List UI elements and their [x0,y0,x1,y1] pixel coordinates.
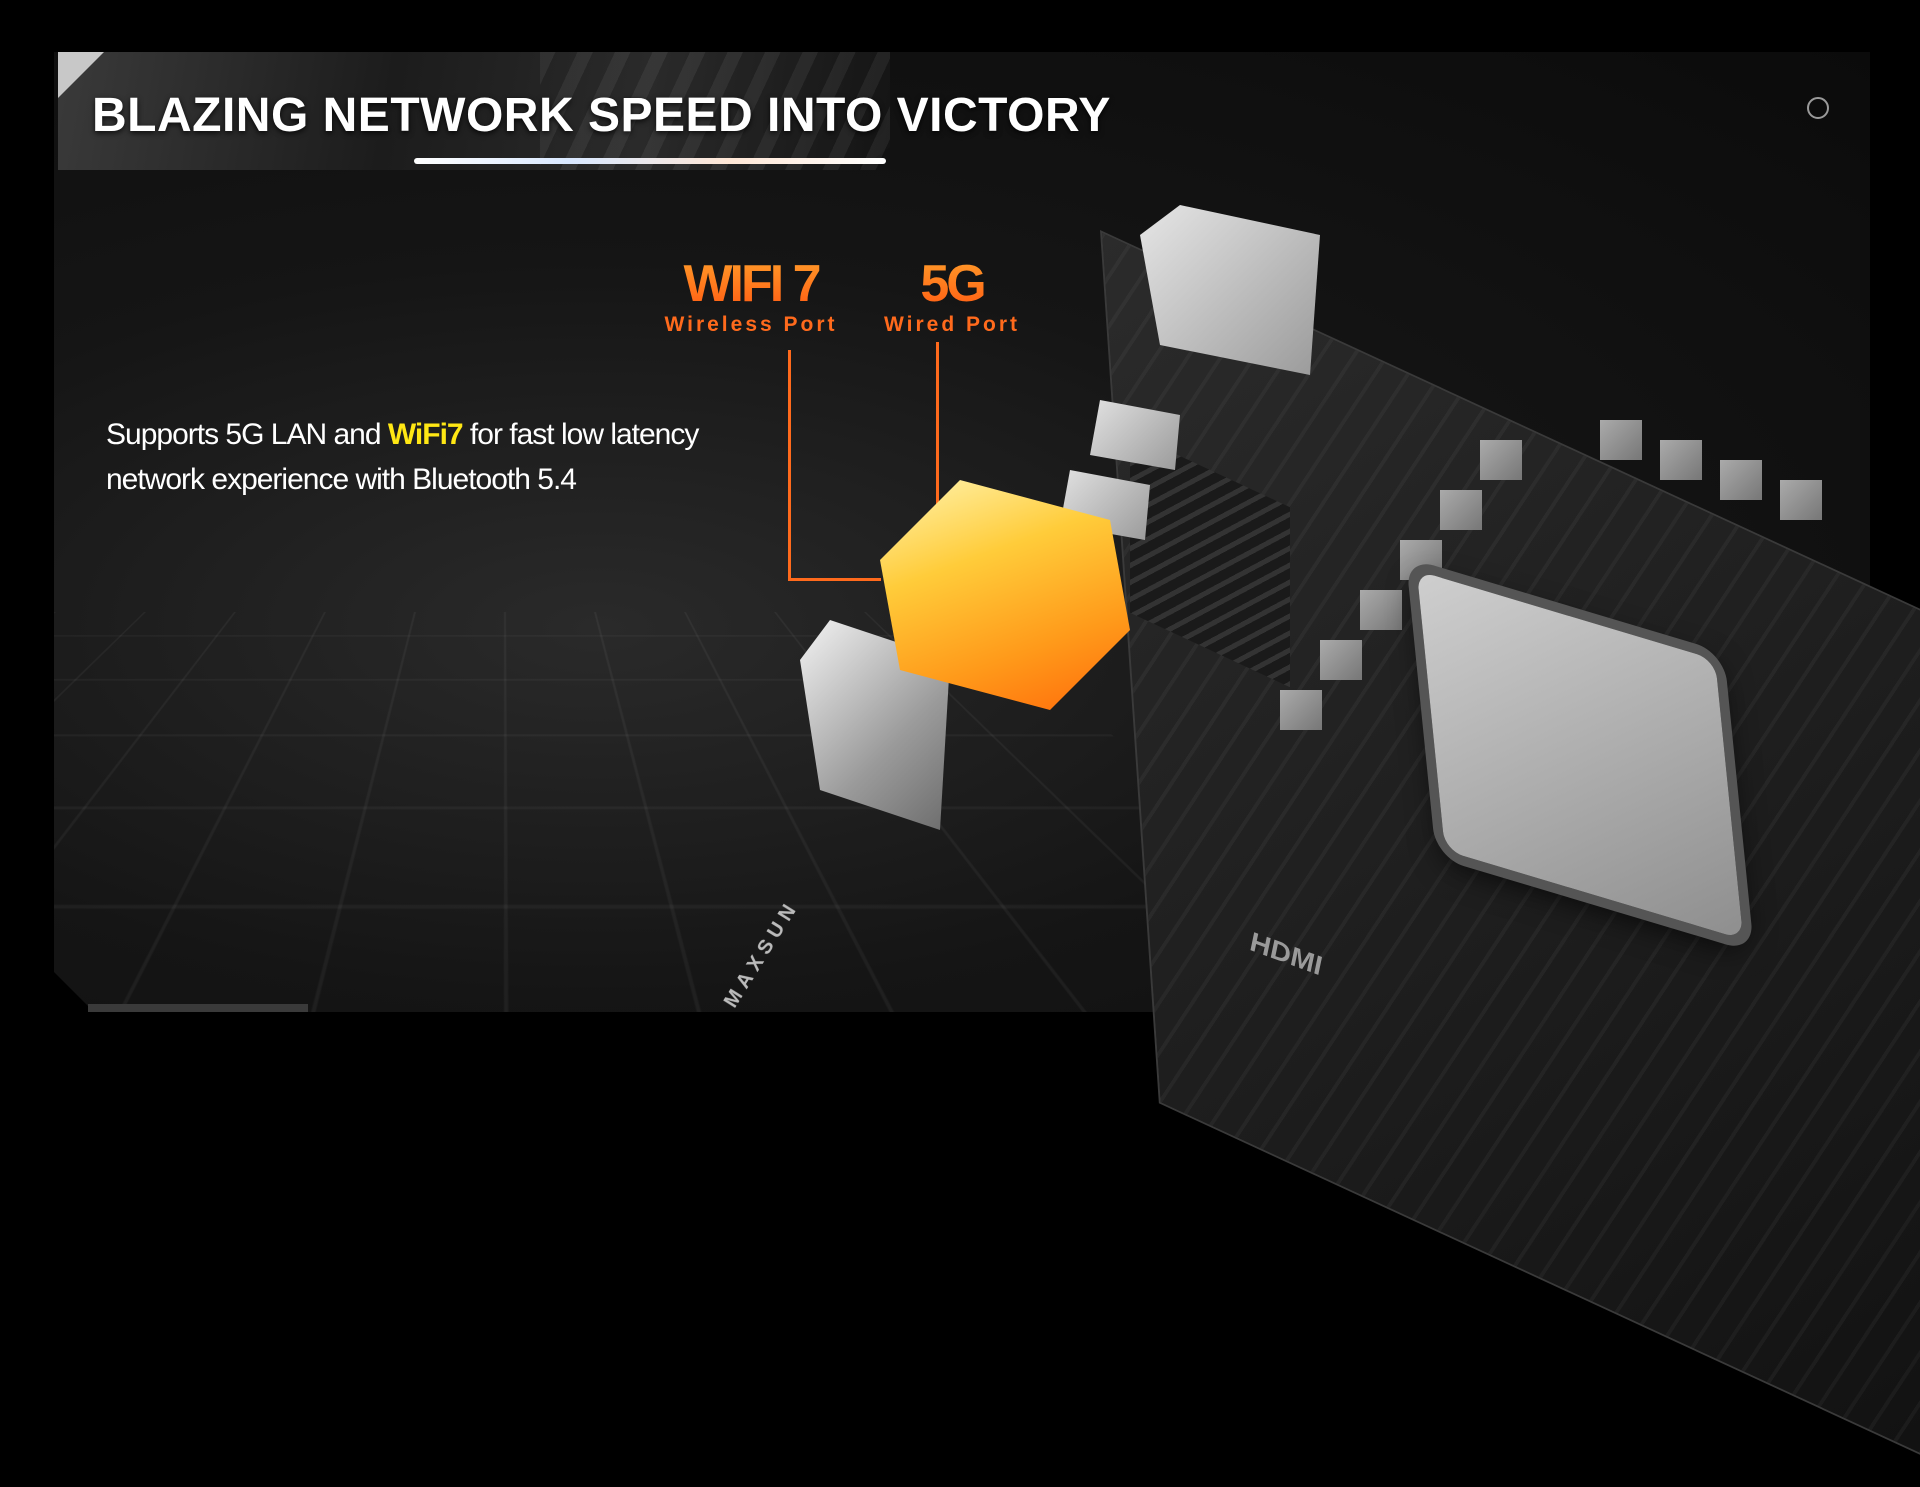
title-underline [414,158,886,164]
wifi-port-subtitle: Wireless Port [664,313,838,336]
vrm-component [1360,590,1402,630]
description-text-1: Supports 5G LAN and [106,418,388,451]
description-text-2: for fast low latency network experience … [106,418,699,496]
vrm-component [1320,640,1362,680]
vrm-component [1440,490,1482,530]
vrm-component [1280,690,1322,730]
title-stripes [540,52,890,170]
screw-icon [1807,97,1829,119]
description-highlight: WiFi7 [387,418,464,451]
vrm-component [1780,480,1822,520]
usb-io-block [1140,205,1320,375]
vrm-component [1660,440,1702,480]
vrm-component [1480,440,1522,480]
vrm-component [1720,460,1762,500]
feature-description: Supports 5G LAN and WiFi7 for fast low l… [106,412,786,502]
wired-port-label: 5G Wired Port [872,256,1032,338]
wifi-port-label: WIFI 7 Wireless Port [636,256,866,338]
page-title: BLAZING NETWORK SPEED INTO VICTORY [92,89,1111,142]
title-bar [58,52,890,170]
wifi-callout-line [788,350,881,581]
wifi-port-title: WIFI 7 [636,256,866,312]
bottom-tab [88,1004,308,1012]
vrm-component [1400,540,1442,580]
wired-port-subtitle: Wired Port [884,313,1020,336]
wired-port-title: 5G [872,256,1032,312]
vrm-component [1600,420,1642,460]
